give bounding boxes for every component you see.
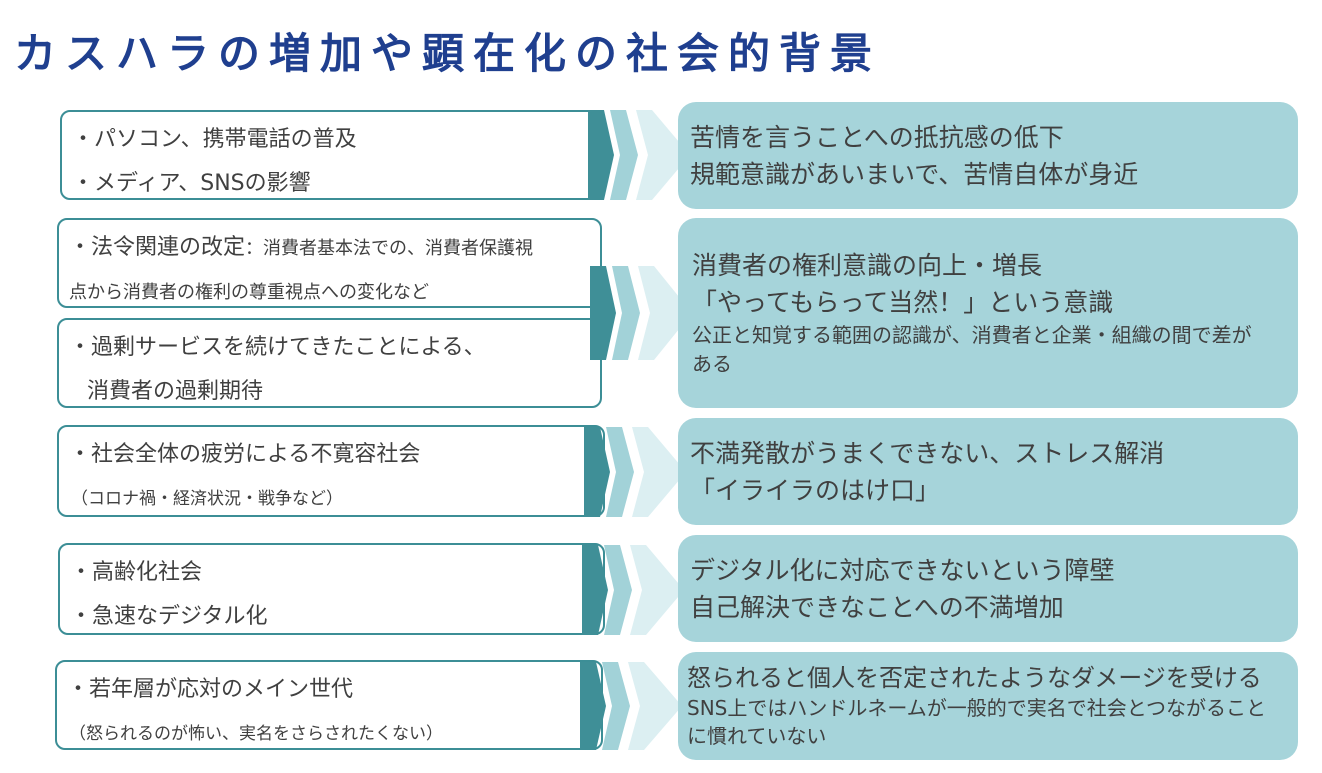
- chevron-light: [632, 427, 686, 517]
- cause-item-detail: ：消費者基本法での、消費者保護視: [245, 238, 534, 259]
- cause-item: 消費者の過剰期待: [87, 379, 264, 404]
- chevron-light: [630, 545, 684, 635]
- arrow-group: [582, 545, 684, 635]
- effect-main-line: 「イライラのはけ口」: [690, 475, 941, 505]
- chevron-mid: [602, 662, 630, 750]
- cause-item: ・若年層が応対のメイン世代: [67, 677, 354, 702]
- cause-item-detail: 点から消費者の権利の尊重視点への変化など: [69, 282, 429, 303]
- cause-item: ・パソコン、携帯電話の普及: [72, 127, 357, 152]
- cause-item: ・社会全体の疲労による不寛容社会: [69, 442, 421, 467]
- chevron-light: [628, 662, 682, 750]
- cause-item: ・メディア、SNSの影響: [72, 171, 311, 196]
- effect-main-line: 不満発散がうまくできない、ストレス解消: [690, 438, 1165, 468]
- effect-box-stress-outlet: 不満発散がうまくできない、ストレス解消 「イライラのはけ口」: [678, 418, 1298, 525]
- chevron-light: [638, 266, 692, 360]
- chevron-light: [636, 110, 690, 200]
- effect-main-line: 苦情を言うことへの抵抗感の低下: [690, 122, 1064, 152]
- cause-box-law-revision: ・法令関連の改定：消費者基本法での、消費者保護視 点から消費者の権利の尊重視点へ…: [57, 218, 602, 308]
- effect-box-complaint-resistance: 苦情を言うことへの抵抗感の低下 規範意識があいまいで、苦情自体が身近: [678, 102, 1298, 209]
- chevron-mid: [612, 266, 640, 360]
- effect-sub-line: 公正と知覚する範囲の認識が、消費者と企業・組織の間で差が: [692, 323, 1252, 347]
- effect-box-digital-barrier: デジタル化に対応できないという障壁 自己解決できなことへの不満増加: [678, 535, 1298, 642]
- slide-title: カスハラの増加や顕在化の社会的背景: [14, 29, 882, 78]
- cause-note: （コロナ禍・経済状況・戦争など）: [71, 489, 343, 509]
- cause-box-young-staff: ・若年層が応対のメイン世代 （怒られるのが怖い、実名をさらされたくない）: [55, 660, 603, 750]
- cause-box-devices-media: ・パソコン、携帯電話の普及 ・メディア、SNSの影響: [60, 110, 605, 200]
- arrow-group: [588, 110, 690, 200]
- chevron-dark: [580, 662, 606, 750]
- arrow-group: [584, 427, 686, 517]
- effect-main-line: 規範意識があいまいで、苦情自体が身近: [690, 159, 1139, 189]
- cause-item-heading: ・法令関連の改定: [69, 235, 246, 260]
- cause-box-excess-service: ・過剰サービスを続けてきたことによる、 消費者の過剰期待: [57, 318, 602, 408]
- chevron-mid: [610, 110, 638, 200]
- cause-box-aging-digital: ・高齢化社会 ・急速なデジタル化: [58, 543, 605, 635]
- effect-box-damage-anonymity: 怒られると個人を否定されたようなダメージを受ける SNS上ではハンドルネームが一…: [678, 652, 1298, 760]
- effect-sub-line: ある: [692, 352, 732, 376]
- cause-item: ・過剰サービスを続けてきたことによる、: [69, 335, 486, 360]
- effect-sub-line: に慣れていない: [687, 724, 827, 748]
- cause-box-intolerant-society: ・社会全体の疲労による不寛容社会 （コロナ禍・経済状況・戦争など）: [57, 425, 605, 517]
- effect-main-line: デジタル化に対応できないという障壁: [690, 555, 1115, 585]
- arrow-group: [580, 662, 682, 750]
- arrow-group: [590, 266, 692, 360]
- effect-sub-line: SNS上ではハンドルネームが一般的で実名で社会とつながること: [687, 696, 1266, 720]
- cause-item: ・急速なデジタル化: [70, 604, 268, 629]
- cause-item: ・法令関連の改定：消費者基本法での、消費者保護視: [69, 226, 600, 271]
- chevron-mid: [604, 545, 632, 635]
- chevron-dark: [584, 427, 610, 517]
- cause-item: ・高齢化社会: [70, 560, 203, 585]
- effect-main-line: 怒られると個人を否定されたようなダメージを受ける: [687, 664, 1262, 692]
- chevron-mid: [606, 427, 634, 517]
- effect-main-line: 消費者の権利意識の向上・増長: [692, 251, 1043, 280]
- chevron-dark: [582, 545, 608, 635]
- chevron-dark: [588, 110, 614, 200]
- effect-main-line: 「やってもらって当然！」という意識: [692, 288, 1114, 317]
- effect-box-consumer-rights: 消費者の権利意識の向上・増長 「やってもらって当然！」という意識 公正と知覚する…: [678, 218, 1298, 408]
- cause-note: （怒られるのが怖い、実名をさらされたくない）: [69, 724, 443, 744]
- chevron-dark: [590, 266, 616, 360]
- effect-main-line: 自己解決できなことへの不満増加: [690, 592, 1064, 622]
